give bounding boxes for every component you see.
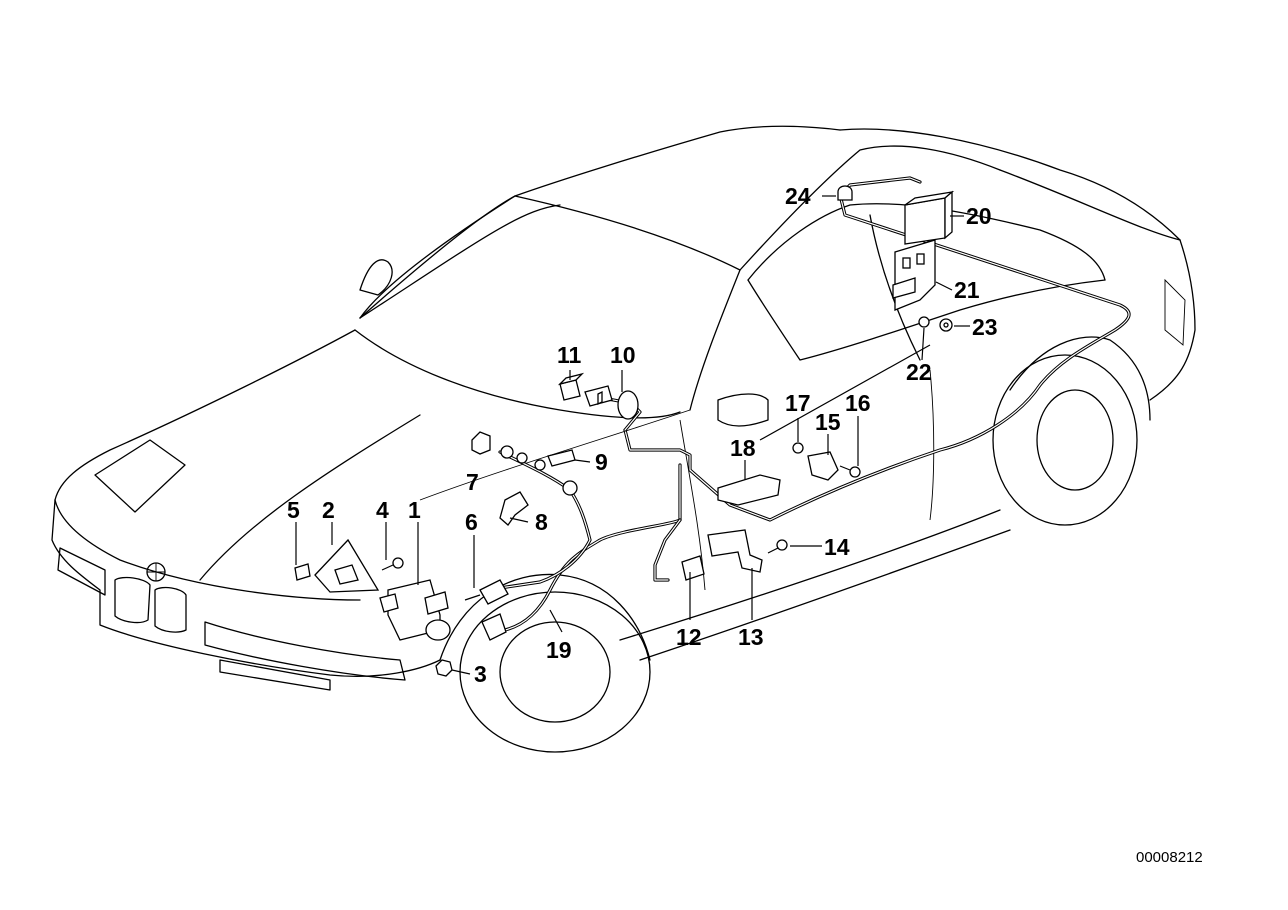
- sensor-19: [481, 613, 507, 641]
- callout-2: 2: [322, 497, 335, 523]
- callouts: 1 2 3 4 5 6 7 8 9 10 11 12 13 14 15 16 1…: [287, 183, 998, 687]
- callout-18: 18: [730, 435, 756, 461]
- screw-14: [767, 539, 788, 554]
- callout-21: 21: [954, 277, 980, 303]
- nut-3: [435, 659, 453, 677]
- reference-number: 00008212: [1136, 849, 1203, 866]
- callout-3: 3: [474, 661, 487, 687]
- callout-13: 13: [738, 624, 764, 650]
- car-body-outline: [51, 125, 1196, 753]
- callout-9: 9: [595, 449, 608, 475]
- callout-7: 7: [466, 469, 479, 495]
- screw-4: [381, 557, 404, 571]
- relay-socket-10: [584, 385, 639, 420]
- callout-5: 5: [287, 497, 300, 523]
- callout-1: 1: [408, 497, 421, 523]
- clip-5: [294, 563, 311, 581]
- callout-6: 6: [465, 509, 478, 535]
- callout-12: 12: [676, 624, 702, 650]
- grommet-7: [471, 431, 491, 455]
- callout-15: 15: [815, 409, 841, 435]
- callout-20: 20: [966, 203, 992, 229]
- parts: [294, 185, 955, 677]
- screw-16: [839, 465, 861, 478]
- callout-23: 23: [972, 314, 998, 340]
- bracket-2: [314, 538, 380, 593]
- washer-17: [792, 442, 804, 454]
- bracket-21: [892, 239, 936, 311]
- callout-4: 4: [376, 497, 389, 523]
- callout-24: 24: [785, 183, 811, 209]
- leader-lines: [295, 195, 970, 675]
- connector-12: [681, 555, 705, 581]
- callout-14: 14: [824, 534, 850, 560]
- sensor-6: [464, 579, 509, 605]
- callout-17: 17: [785, 390, 811, 416]
- connector-9: [500, 445, 578, 496]
- callout-11: 11: [557, 342, 582, 368]
- bracket-15: [807, 451, 839, 481]
- callout-8: 8: [535, 509, 548, 535]
- holder-8: [499, 491, 529, 526]
- connector-18: [717, 474, 781, 506]
- control-unit-20: [904, 190, 955, 245]
- unit-1: [379, 579, 451, 641]
- callout-22: 22: [906, 359, 932, 385]
- nut-22: [918, 316, 930, 328]
- callout-10: 10: [610, 342, 636, 368]
- bracket-13: [707, 529, 763, 573]
- callout-16: 16: [845, 390, 871, 416]
- callout-19: 19: [546, 637, 572, 663]
- clip-24: [837, 185, 853, 201]
